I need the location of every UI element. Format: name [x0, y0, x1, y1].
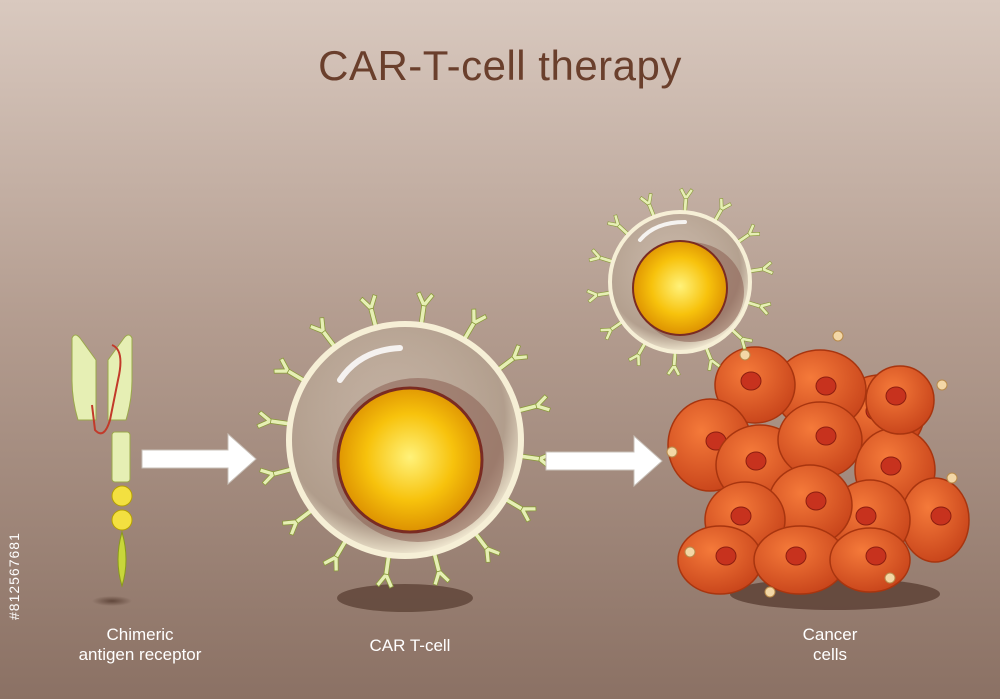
cancer-cells-illustration — [666, 330, 970, 610]
receptor-icon — [516, 393, 552, 420]
small-car-t-cell-illustration — [585, 187, 775, 377]
label-car-t-cell: CAR T-cell — [369, 636, 451, 655]
stock-id-text: #812567681 — [6, 532, 22, 620]
cancer-antigen-dot — [946, 472, 958, 484]
cancer-antigen-dot — [884, 572, 896, 584]
car-t-cell-illustration — [256, 291, 554, 612]
cancer-cell-nucleus — [785, 546, 807, 566]
chimeric-antigen-receptor-illustration — [71, 334, 133, 606]
cancer-cell-nucleus — [930, 506, 952, 526]
receptor-icon — [425, 551, 452, 587]
cancer-cell-nucleus — [815, 376, 837, 396]
cancer-antigen-dot — [764, 586, 776, 598]
receptor-icon — [412, 291, 435, 325]
label-chimeric-antigen-receptor: Chimeric antigen receptor — [78, 625, 202, 664]
receptor-icon — [358, 293, 385, 329]
cancer-cell-nucleus — [880, 456, 902, 476]
receptor-icon — [258, 460, 294, 487]
label-cancer-cells: Cancer cells — [802, 625, 858, 664]
receptor-icon — [256, 410, 290, 433]
receptor-icon — [677, 187, 694, 213]
cancer-cell-nucleus — [730, 506, 752, 526]
receptor-icon — [375, 555, 398, 589]
cancer-cell-nucleus — [815, 426, 837, 446]
cancer-antigen-dot — [739, 349, 751, 361]
arrow-to-tcell — [141, 432, 257, 486]
cancer-antigen-dot — [936, 379, 948, 391]
receptor-icon — [585, 285, 613, 304]
cancer-cell-nucleus — [865, 546, 887, 566]
cancer-cell-nucleus — [885, 386, 907, 406]
cancer-cell-nucleus — [715, 546, 737, 566]
cancer-cell-nucleus — [745, 451, 767, 471]
cancer-cell-nucleus — [855, 506, 877, 526]
diagram-title: CAR-T-cell therapy — [318, 42, 682, 89]
receptor-icon — [666, 351, 683, 377]
cancer-cell-nucleus — [805, 491, 827, 511]
cancer-antigen-dot — [832, 330, 844, 342]
cancer-cell-nucleus — [740, 371, 762, 391]
cancer-antigen-dot — [666, 446, 678, 458]
arrow-to-cancer — [545, 434, 663, 488]
cancer-antigen-dot — [684, 546, 696, 558]
receptor-icon — [747, 260, 775, 279]
